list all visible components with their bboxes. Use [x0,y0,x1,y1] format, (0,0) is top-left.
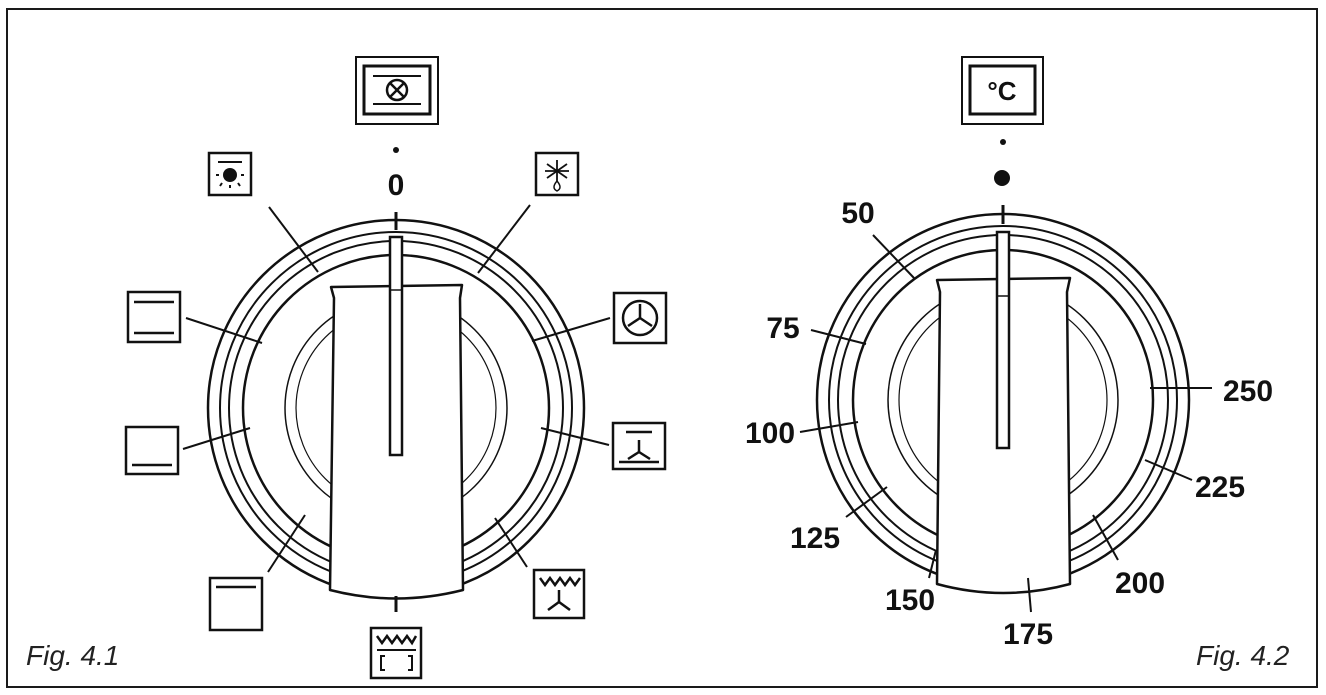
figure-frame [6,8,1318,688]
figure-4-1-caption: Fig. 4.1 [26,640,120,671]
temp-label-50: 50 [841,197,874,230]
temp-label-150: 150 [885,584,935,617]
temp-label-250: 250 [1223,375,1273,408]
defrost-icon [534,151,580,197]
oven-light-icon [207,151,253,197]
top-heat-icon [208,576,264,632]
fan-grill-icon [532,568,586,620]
full-grill-icon [369,626,423,680]
temp-label-225: 225 [1195,471,1245,504]
temp-label-75: 75 [766,312,799,345]
thermostat-knob [799,139,1212,613]
top-bottom-heat-icon [126,290,182,344]
fan-bottom-heat-icon [611,421,667,471]
celsius-icon: °C [961,56,1044,125]
temp-label-125: 125 [790,522,840,555]
zero-position-label: 0 [388,169,405,202]
fan-oven-icon [612,291,668,345]
temp-label-200: 200 [1115,567,1165,600]
temp-label-100: 100 [745,417,795,450]
celsius-unit-label: °C [987,76,1016,106]
temp-label-175: 175 [1003,618,1053,651]
figure-4-2-caption: Fig. 4.2 [1196,640,1290,671]
function-selector-knob: 0 [182,147,611,612]
fan-off-icon [355,56,439,125]
bottom-heat-icon [124,425,180,476]
